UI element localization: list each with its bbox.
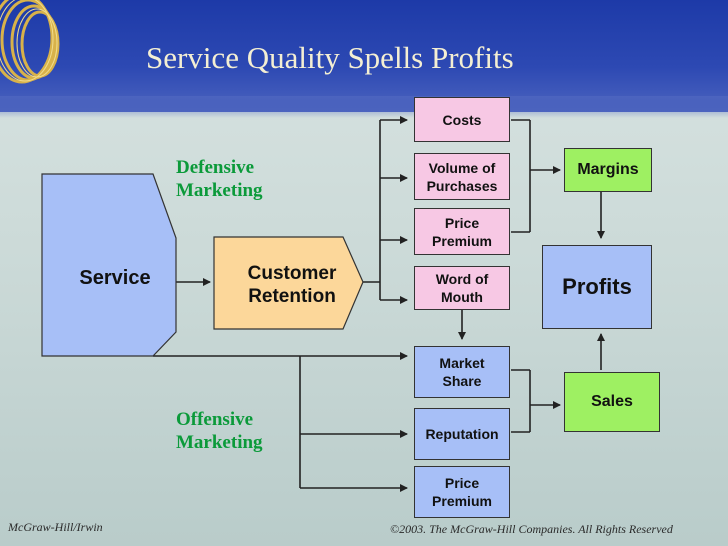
service-label: Service <box>79 267 151 289</box>
connector-lines <box>153 116 605 492</box>
costs-label: Costs <box>442 111 482 128</box>
volume-of-purchases-box: Volume of Purchases <box>414 153 510 200</box>
price-premium-top-box: Price Premium <box>414 208 510 255</box>
customer-retention-label: Customer Retention <box>247 263 337 307</box>
word-of-mouth-box: Word of Mouth <box>414 266 510 310</box>
reputation-label: Reputation <box>425 426 499 442</box>
customer-retention-shape <box>213 236 364 330</box>
sales-label: Sales <box>591 393 633 410</box>
profits-box: Profits <box>542 245 652 329</box>
price-premium-bottom-label: Price Premium <box>432 475 492 509</box>
margins-label: Margins <box>577 161 639 178</box>
reputation-box: Reputation <box>414 408 510 460</box>
header-band <box>0 0 728 112</box>
costs-box: Costs <box>414 97 510 142</box>
gold-rings-logo <box>0 0 60 84</box>
profits-label: Profits <box>562 274 632 299</box>
slide-title: Service Quality Spells Profits <box>146 40 514 75</box>
margins-box: Margins <box>564 148 652 192</box>
footer-publisher: McGraw-Hill/Irwin <box>8 520 103 534</box>
word-of-mouth-label: Word of Mouth <box>435 271 489 305</box>
volume-of-purchases-label: Volume of Purchases <box>426 159 498 194</box>
price-premium-bottom-box: Price Premium <box>414 466 510 518</box>
price-premium-top-label: Price Premium <box>432 214 492 249</box>
header-fade <box>0 96 728 118</box>
market-share-box: Market Share <box>414 346 510 398</box>
market-share-label: Market Share <box>439 355 485 389</box>
defensive-marketing-label: Defensive Marketing <box>176 157 263 201</box>
sales-box: Sales <box>564 372 660 432</box>
footer-copyright: ©2003. The McGraw-Hill Companies. All Ri… <box>390 522 673 536</box>
offensive-marketing-label: Offensive Marketing <box>176 409 263 453</box>
service-shape <box>41 173 177 357</box>
